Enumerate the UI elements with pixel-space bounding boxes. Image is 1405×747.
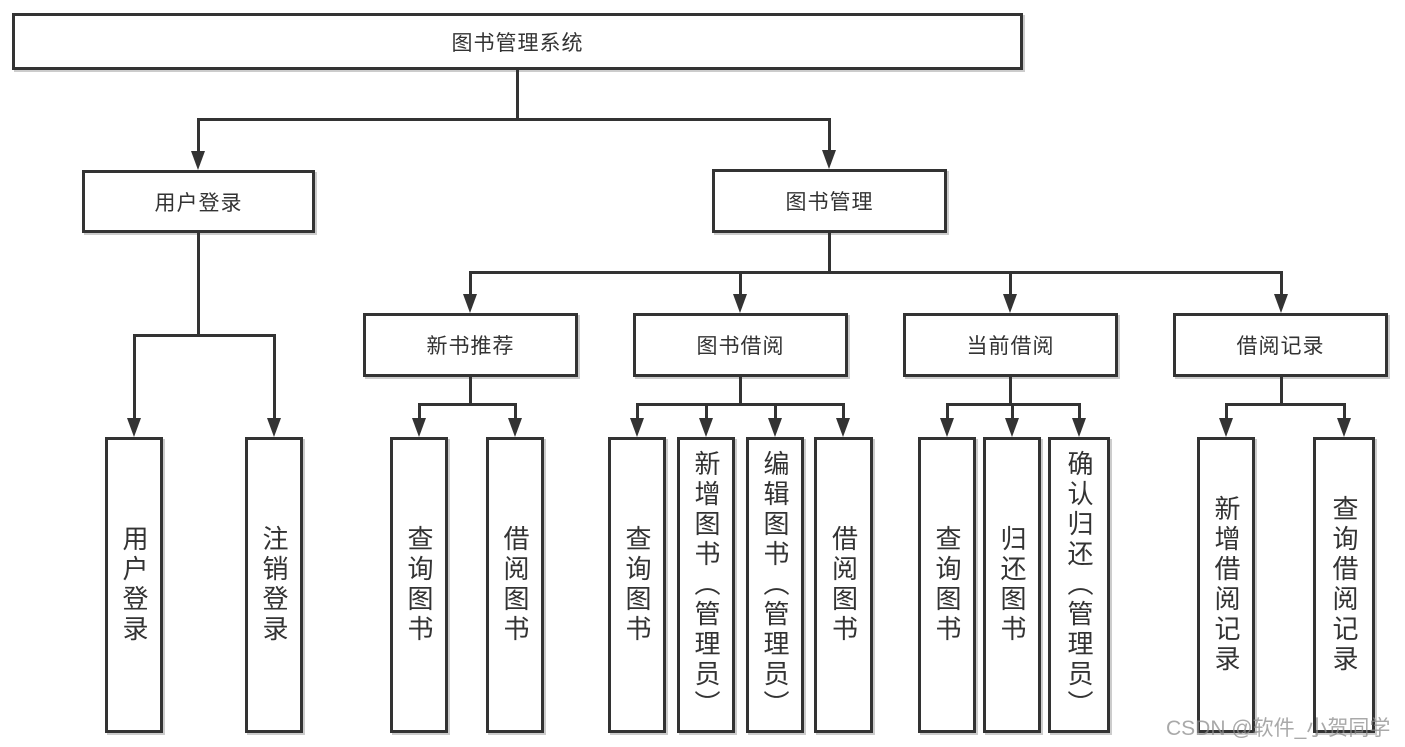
arrowhead-down-icon [1005,418,1019,437]
node-nb-borrow-books: 借阅图书 [486,437,544,733]
arrow-shaft [468,270,472,308]
watermark: CSDN @软件_小贺同学 [1166,717,1391,740]
arrowhead-down-icon [768,418,782,437]
node-bb-add-books: 新增图书（管理员） [677,437,735,733]
node-label: 查询图书 [404,525,434,645]
node-label: 图书管理系统 [451,31,584,55]
arrowhead-down-icon [940,418,954,437]
node-book-mgmt: 图书管理 [712,169,947,233]
node-label: 查询图书 [932,525,962,645]
arrow-shaft [1008,270,1012,308]
node-label: 用户登录 [119,525,149,645]
node-label: 新增借阅记录 [1211,495,1241,675]
connector-line [515,70,519,119]
arrow-shaft [1224,402,1228,432]
arrow-shaft [1077,402,1081,432]
arrow-shaft [773,402,777,432]
node-borrow-records: 借阅记录 [1173,313,1388,377]
node-label: 借阅图书 [828,525,859,645]
node-bb-edit-books: 编辑图书（管理员） [746,437,804,733]
node-label: 查询借阅记录 [1329,495,1359,675]
node-label: 用户登录 [154,191,243,215]
connector-line [1008,377,1012,404]
connector-line [1224,402,1346,406]
node-user-login: 用户登录 [105,437,163,733]
arrow-shaft [1342,402,1346,432]
node-login-group: 用户登录 [82,170,315,233]
node-br-query-record: 查询借阅记录 [1313,437,1375,733]
node-bb-query-books: 查询图书 [608,437,666,733]
connector-line [132,333,276,337]
node-br-add-record: 新增借阅记录 [1197,437,1255,733]
arrowhead-down-icon [1337,418,1351,437]
node-nb-query-books: 查询图书 [390,437,448,733]
node-label: 归还图书 [997,525,1027,645]
node-label: 当前借阅 [966,335,1055,358]
arrow-shaft [635,402,639,432]
arrowhead-down-icon [412,418,426,437]
arrow-shaft [827,117,831,164]
node-cb-return-books: 归还图书 [983,437,1041,733]
node-logout: 注销登录 [245,437,303,733]
arrowhead-down-icon [267,418,281,437]
node-new-book-rec: 新书推荐 [363,313,578,377]
arrowhead-down-icon [822,150,836,169]
node-label: 借阅图书 [500,525,530,645]
connector-line [196,233,200,335]
arrow-shaft [132,333,136,432]
connector-line [468,270,1283,274]
arrowhead-down-icon [733,294,747,313]
arrow-shaft [513,402,517,432]
connector-line [635,402,845,406]
arrow-shaft [841,402,845,432]
arrowhead-down-icon [630,418,644,437]
arrow-shaft [945,402,949,432]
arrowhead-down-icon [836,418,850,437]
node-label: 新书推荐 [426,335,515,358]
arrow-shaft [417,402,421,432]
arrowhead-down-icon [508,418,522,437]
arrowhead-down-icon [1003,294,1017,313]
node-label: 借阅记录 [1236,335,1325,358]
node-cb-confirm: 确认归还（管理员） [1048,437,1110,733]
arrowhead-down-icon [127,418,141,437]
node-book-borrow: 图书借阅 [633,313,848,377]
node-label: 确认归还（管理员） [1064,450,1094,720]
arrowhead-down-icon [699,418,713,437]
connector-line [827,233,831,272]
connector-line [196,117,831,121]
node-label: 查询图书 [622,525,652,645]
node-label: 图书借阅 [696,335,785,358]
arrow-shaft [272,333,276,432]
connector-line [1279,377,1283,404]
connector-line [417,402,517,406]
arrow-shaft [738,270,742,308]
arrow-shaft [704,402,708,432]
node-root: 图书管理系统 [12,13,1023,70]
arrowhead-down-icon [1274,294,1288,313]
node-label: 编辑图书（管理员） [760,450,790,720]
arrow-shaft [1010,402,1014,432]
arrow-shaft [196,117,200,165]
node-current-borrow: 当前借阅 [903,313,1118,377]
node-label: 图书管理 [785,191,874,214]
node-label: 新增图书（管理员） [691,450,721,720]
connector-line [468,377,472,404]
connector-line [738,377,742,404]
arrowhead-down-icon [1219,418,1233,437]
arrowhead-down-icon [1072,418,1086,437]
node-cb-query-books: 查询图书 [918,437,976,733]
node-bb-borrow-books: 借阅图书 [814,437,873,733]
node-label: 注销登录 [259,525,289,645]
arrowhead-down-icon [191,151,205,170]
arrow-shaft [1279,270,1283,308]
arrowhead-down-icon [463,294,477,313]
